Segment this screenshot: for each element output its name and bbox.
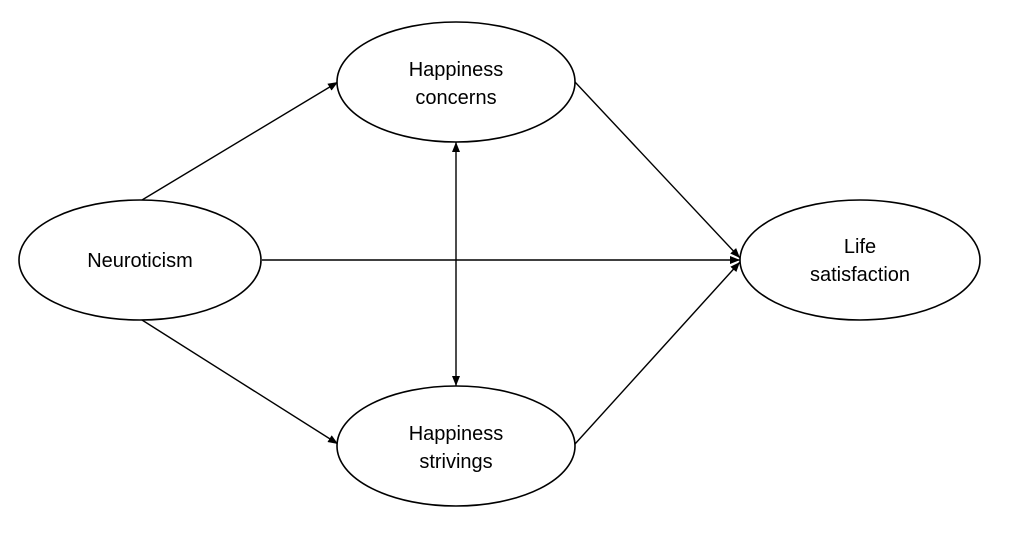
node-happiness-strivings-label: Happiness xyxy=(409,423,504,445)
node-happiness-strivings-label-line2: strivings xyxy=(419,451,492,473)
node-neuroticism: Neuroticism xyxy=(18,199,262,321)
edge-strivings-to-life-satisfaction xyxy=(574,261,741,445)
edge-neuroticism-to-strivings xyxy=(141,319,339,445)
node-happiness-concerns: Happiness concerns xyxy=(336,21,576,143)
node-happiness-concerns-label-line2: concerns xyxy=(415,87,496,109)
edges xyxy=(141,81,741,445)
node-life-satisfaction-label-line2: satisfaction xyxy=(810,264,910,286)
node-happiness-strivings: Happiness strivings xyxy=(336,385,576,507)
edge-neuroticism-to-concerns xyxy=(141,81,339,201)
node-neuroticism-label: Neuroticism xyxy=(87,250,193,272)
node-life-satisfaction: Life satisfaction xyxy=(739,199,981,321)
node-life-satisfaction-label: Life xyxy=(844,236,876,258)
edge-concerns-to-life-satisfaction xyxy=(574,81,741,259)
node-happiness-concerns-label: Happiness xyxy=(409,59,504,81)
